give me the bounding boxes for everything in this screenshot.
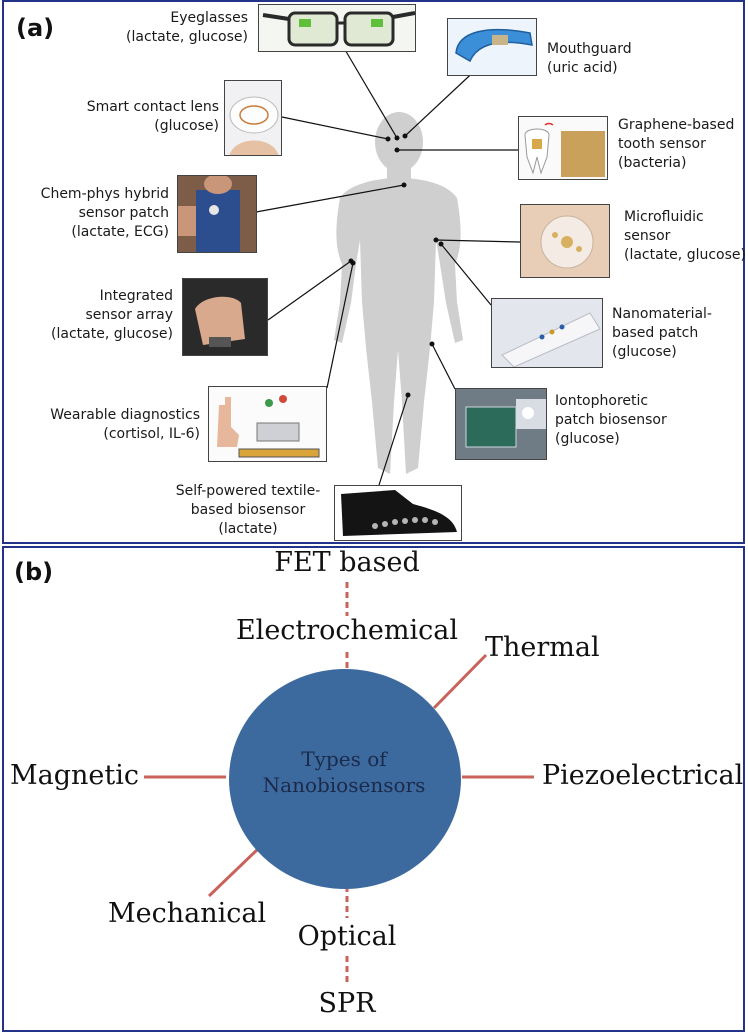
mouthguard-label: Mouthguard (uric acid): [547, 40, 632, 78]
label-line: Nanomaterial-: [612, 306, 712, 322]
panel-b-letter: (b): [14, 558, 54, 586]
textile-biosensor-label: Self-powered textile- based biosensor (l…: [162, 482, 334, 539]
microfluidic-label: Microfluidic sensor (lactate, glucose): [624, 208, 746, 265]
label-line: (lactate, glucose): [126, 29, 248, 45]
label-line: (glucose): [555, 431, 620, 447]
wearable-diagnostics-image: [208, 386, 327, 462]
label-line: sensor patch: [78, 205, 169, 221]
center-label-line: Types of: [301, 747, 387, 771]
label-line: tooth sensor: [618, 136, 706, 152]
label-line: Graphene-based: [618, 117, 735, 133]
label-line: sensor: [624, 228, 671, 244]
type-mechanical: Mechanical: [108, 898, 267, 929]
sensor-array-label: Integrated sensor array (lactate, glucos…: [24, 287, 173, 344]
eyeglasses-image: [258, 4, 416, 52]
center-circle: [229, 669, 461, 889]
tooth-sensor-image: [518, 116, 608, 180]
panel-b: (b) Types of Nanobiosensors FET based El…: [2, 546, 745, 1032]
body-diagram: [255, 47, 521, 486]
label-line: (bacteria): [618, 155, 687, 171]
label-line: (uric acid): [547, 60, 618, 76]
type-optical: Optical: [297, 921, 397, 952]
label-line: (cortisol, IL-6): [103, 426, 200, 442]
contact-lens-image: [224, 80, 282, 156]
label-line: (glucose): [154, 118, 219, 134]
center-label-line: Nanobiosensors: [262, 773, 426, 797]
label-line: Mouthguard: [547, 41, 632, 57]
type-spr: SPR: [318, 988, 376, 1019]
label-line: Eyeglasses: [170, 10, 248, 26]
label-line: (lactate, glucose): [51, 326, 173, 342]
label-line: (glucose): [612, 344, 677, 360]
type-magnetic: Magnetic: [10, 760, 140, 791]
spoke-mechanical: [207, 846, 261, 898]
label-line: Integrated: [99, 288, 173, 304]
label-line: Chem-phys hybrid: [40, 186, 169, 202]
eyeglasses-label: Eyeglasses (lactate, glucose): [104, 9, 248, 47]
label-line: (lactate): [218, 521, 278, 537]
hybrid-patch-label: Chem-phys hybrid sensor patch (lactate, …: [6, 185, 169, 242]
label-line: Wearable diagnostics: [50, 407, 200, 423]
label-line: (lactate, ECG): [71, 224, 169, 240]
leader-dots: [348, 133, 444, 398]
mouthguard-image: [447, 18, 537, 76]
microfluidic-image: [520, 204, 610, 278]
type-fet: FET based: [274, 547, 420, 578]
label-line: Iontophoretic: [555, 393, 649, 409]
nanobiosensor-diagram: [144, 582, 534, 986]
type-thermal: Thermal: [485, 632, 600, 663]
label-line: based biosensor: [190, 502, 306, 518]
tooth-sensor-label: Graphene-based tooth sensor (bacteria): [618, 116, 734, 173]
center-label: Types of Nanobiosensors: [84, 746, 604, 798]
panel-a-letter: (a): [16, 14, 55, 42]
label-line: Smart contact lens: [86, 99, 219, 115]
hybrid-patch-image: [177, 175, 257, 253]
leader-lines: [255, 47, 521, 486]
type-electrochemical: Electrochemical: [235, 615, 459, 646]
iontophoretic-label: Iontophoretic patch biosensor (glucose): [555, 392, 667, 449]
type-piezoelectrical: Piezoelectrical: [542, 760, 744, 791]
label-line: patch biosensor: [555, 412, 667, 428]
textile-biosensor-image: [334, 485, 462, 541]
panel-a: (a): [2, 0, 746, 544]
contact-lens-label: Smart contact lens (glucose): [54, 98, 219, 136]
sensor-array-image: [182, 278, 268, 356]
label-line: Self-powered textile-: [175, 483, 321, 499]
label-line: sensor array: [85, 307, 173, 323]
label-line: Microfluidic: [624, 209, 704, 225]
spokes: [144, 582, 534, 986]
wearable-diagnostics-label: Wearable diagnostics (cortisol, IL-6): [24, 406, 200, 444]
nanomaterial-patch-image: [491, 298, 603, 368]
label-line: based patch: [612, 325, 699, 341]
human-silhouette: [334, 112, 463, 474]
nanomaterial-patch-label: Nanomaterial- based patch (glucose): [612, 305, 712, 362]
iontophoretic-image: [455, 388, 547, 460]
spoke-thermal: [432, 653, 488, 710]
label-line: (lactate, glucose): [624, 247, 746, 263]
